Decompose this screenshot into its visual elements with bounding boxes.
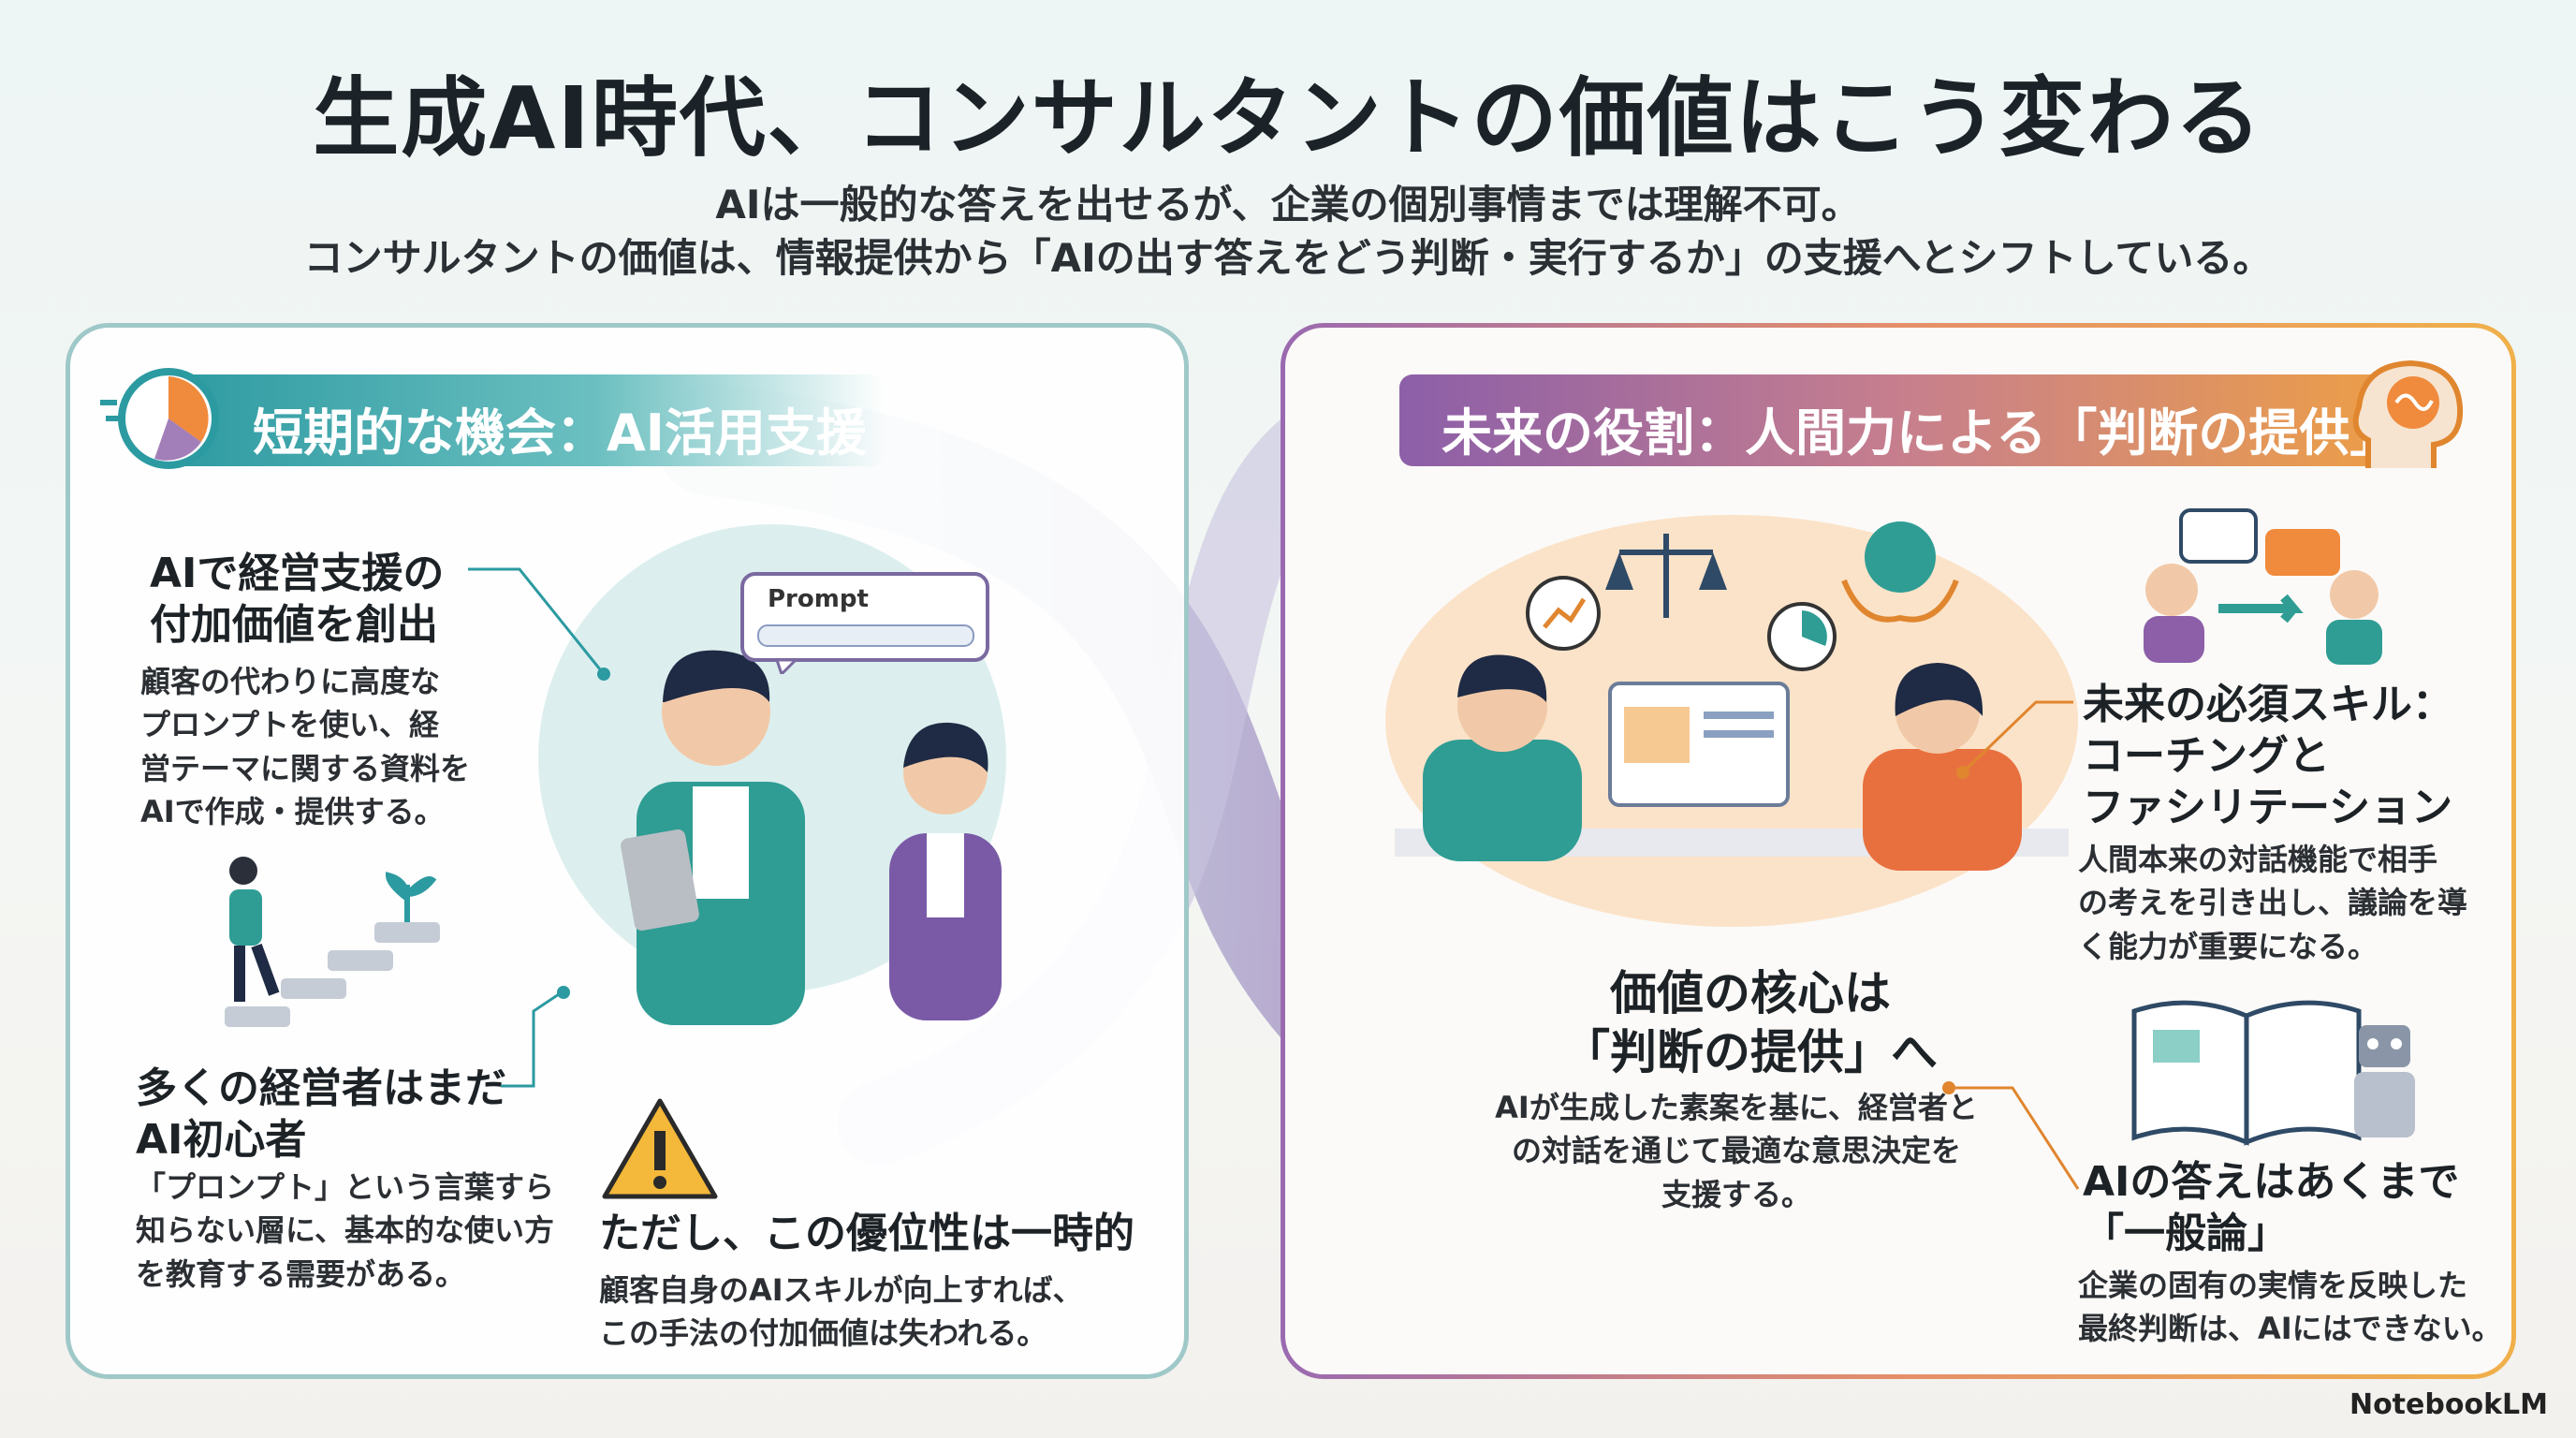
skill-body-l1: 人間本来の対話機能で相手 — [2078, 842, 2438, 877]
connector-line-3 — [1956, 700, 2073, 779]
core-heading-l2: 「判断の提供」へ — [1563, 1024, 1938, 1079]
left-box2-body-l2: 知らない層に、基本的な使い方 — [136, 1212, 555, 1249]
brain-head-icon — [2352, 360, 2464, 468]
ai-body-l1: 企業の固有の実情を反映した — [2078, 1268, 2468, 1303]
skill-body-l2: の考えを引き出し、議論を導 — [2078, 885, 2468, 921]
skill-heading-l2: コーチングと — [2083, 732, 2330, 780]
core-heading: 価値の核心は 「判断の提供」へ — [1526, 964, 1975, 1081]
connector-line-1 — [468, 567, 610, 681]
left-box1-heading-l1: AIで経営支援の — [150, 550, 445, 597]
ai-heading-l2: 「一般論」 — [2083, 1210, 2289, 1257]
notebooklm-logo: NotebookLM — [2349, 1388, 2548, 1421]
left-box1-body-l4: AIで作成・提供する。 — [140, 794, 445, 830]
ai-heading: AIの答えはあくまで 「一般論」 — [2083, 1156, 2459, 1259]
connector-line-2 — [501, 986, 570, 1088]
left-box1-body-l3: 営テーマに関する資料を — [140, 750, 471, 786]
left-box2-body-l1: 「プロンプト」という言葉すら — [136, 1169, 555, 1205]
left-box3-body: 顧客自身のAIスキルが向上すれば、 この手法の付加価値は失われる。 — [599, 1269, 1083, 1356]
page-title: 生成AI時代、コンサルタントの価値はこう変わる — [313, 68, 2263, 169]
ai-heading-l1: AIの答えはあくまで — [2083, 1158, 2460, 1206]
right-banner-text: 未来の役割：人間力による「判断の提供」 — [1442, 404, 2401, 462]
left-box2-body-l3: を教育する需要がある。 — [136, 1255, 466, 1292]
left-box1-body-l2: プロンプトを使い、経 — [140, 707, 440, 743]
left-box2-heading-l1: 多くの経営者はまだ — [136, 1064, 506, 1112]
skill-heading-l3: ファシリテーション — [2083, 784, 2453, 831]
left-box1-body-l1: 顧客の代わりに高度な — [140, 664, 441, 699]
core-body-l3: 支援する。 — [1661, 1176, 1811, 1212]
skill-body: 人間本来の対話機能で相手 の考えを引き出し、議論を導 く能力が重要になる。 — [2078, 838, 2467, 968]
subtitle-line-2: コンサルタントの価値は、情報提供から「AIの出す答えをどう判断・実行するか」の支… — [303, 235, 2273, 281]
warning-icon — [602, 1098, 718, 1199]
left-box2-body: 「プロンプト」という言葉すら 知らない層に、基本的な使い方 を教育する需要がある… — [136, 1166, 554, 1296]
subtitle-line-1: AIは一般的な答えを出せるが、企業の個別事情までは理解不可。 — [715, 182, 1861, 227]
prompt-box — [740, 572, 989, 674]
core-body-l1: AIが生成した素案を基に、経営者と — [1495, 1090, 1978, 1125]
right-banner — [1399, 374, 2410, 466]
left-banner — [164, 374, 885, 466]
core-body: AIが生成した素案を基に、経営者と の対話を通じて最適な意思決定を 支援する。 — [1456, 1086, 2017, 1216]
ai-body-l2: 最終判断は、AIにはできない。 — [2078, 1311, 2502, 1347]
clock-icon — [100, 368, 219, 469]
core-body-l2: の対話を通じて最適な意思決定を — [1511, 1133, 1961, 1169]
left-box3-body-l2: この手法の付加価値は失われる。 — [599, 1315, 1047, 1352]
stairs-illustration — [225, 857, 440, 1027]
connector-line-4 — [1942, 1081, 2080, 1190]
dialogue-illustration — [2144, 508, 2382, 665]
left-box3-body-l1: 顧客自身のAIスキルが向上すれば、 — [599, 1272, 1083, 1308]
left-banner-text: 短期的な機会：AI活用支援 — [253, 404, 867, 462]
left-box2-heading-l2: AI初心者 — [136, 1116, 307, 1164]
ai-body: 企業の固有の実情を反映した 最終判断は、AIにはできない。 — [2078, 1264, 2502, 1351]
left-box1-heading: AIで経営支援の 付加価値を創出 — [150, 548, 444, 651]
meeting-illustration — [1385, 515, 2078, 927]
book-robot-illustration — [2131, 1000, 2415, 1146]
prompt-label: Prompt — [768, 585, 869, 613]
left-box3-heading: ただし、この優位性は一時的 — [599, 1210, 1134, 1257]
skill-heading-l1: 未来の必須スキル： — [2083, 681, 2453, 728]
skill-heading: 未来の必須スキル： コーチングと ファシリテーション — [2083, 679, 2453, 833]
skill-body-l3: く能力が重要になる。 — [2078, 928, 2378, 964]
left-box1-heading-l2: 付加価値を創出 — [150, 601, 438, 649]
left-box2-heading: 多くの経営者はまだ AI初心者 — [136, 1063, 506, 1166]
left-box1-body: 顧客の代わりに高度な プロンプトを使い、経 営テーマに関する資料を AIで作成・… — [140, 660, 470, 834]
core-heading-l1: 価値の核心は — [1610, 966, 1891, 1020]
